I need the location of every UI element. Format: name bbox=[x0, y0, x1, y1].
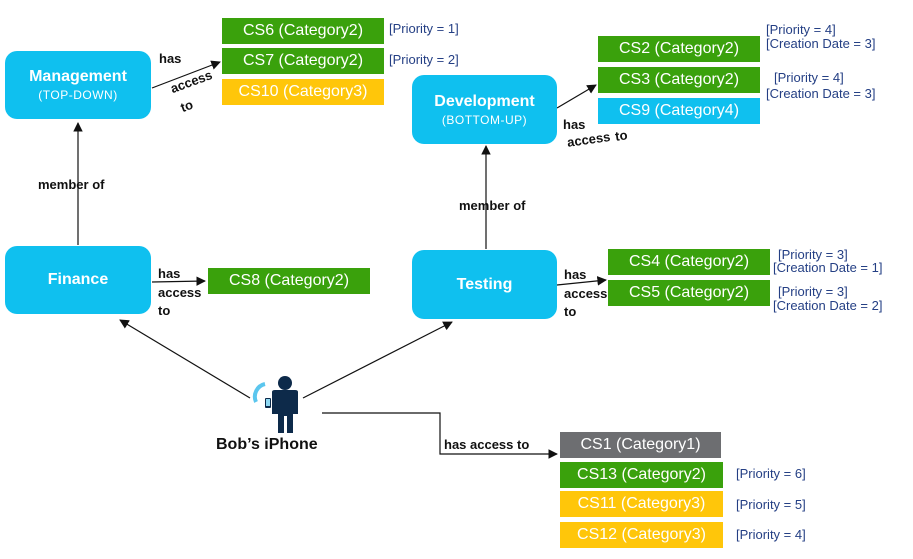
device-to-testing-arrow bbox=[302, 321, 453, 399]
group-title: Finance bbox=[47, 271, 109, 288]
cs3-priority: [Priority = 4] bbox=[774, 70, 844, 85]
group-title: Testing bbox=[456, 275, 513, 293]
cs13-box[interactable]: CS13 (Category2) bbox=[560, 462, 723, 488]
person-icon bbox=[252, 376, 298, 433]
group-management[interactable]: Management (TOP-DOWN) bbox=[5, 51, 151, 119]
cs5-priority: [Priority = 3] bbox=[778, 284, 848, 299]
edge-label-has: has bbox=[564, 267, 587, 282]
group-title: Development bbox=[434, 92, 535, 110]
edge-label-member-of: member of bbox=[459, 198, 526, 213]
cs9-box[interactable]: CS9 (Category4) bbox=[598, 98, 760, 124]
cs12-priority: [Priority = 4] bbox=[736, 527, 806, 542]
testing-access-arrow bbox=[556, 276, 607, 286]
cs11-priority: [Priority = 5] bbox=[736, 497, 806, 512]
cs4-box[interactable]: CS4 (Category2) bbox=[608, 249, 770, 275]
edge-label-to: to bbox=[564, 304, 577, 319]
cs13-priority: [Priority = 6] bbox=[736, 466, 806, 481]
group-subtitle: (BOTTOM-UP) bbox=[441, 112, 528, 127]
cs10-box[interactable]: CS10 (Category3) bbox=[222, 79, 384, 105]
cs3-box[interactable]: CS3 (Category2) bbox=[598, 67, 760, 93]
edge-label-has-access-to: has access to bbox=[444, 437, 530, 452]
device-label: Bob’s iPhone bbox=[216, 436, 318, 453]
cs2-priority: [Priority = 4] bbox=[766, 22, 836, 37]
group-development[interactable]: Development (BOTTOM-UP) bbox=[412, 75, 557, 144]
edge-label-access: access bbox=[158, 285, 202, 300]
cs7-priority: [Priority = 2] bbox=[389, 52, 459, 67]
edge-label-to: to bbox=[614, 127, 629, 144]
finance-access-arrow bbox=[151, 276, 206, 286]
edge-label-has: has bbox=[159, 51, 182, 66]
edge-label-has: has bbox=[158, 266, 181, 281]
group-finance[interactable]: Finance bbox=[5, 246, 151, 314]
cs7-box[interactable]: CS7 (Category2) bbox=[222, 48, 384, 74]
cs6-priority: [Priority = 1] bbox=[389, 21, 459, 36]
cs6-box[interactable]: CS6 (Category2) bbox=[222, 18, 384, 44]
device-to-finance-arrow bbox=[119, 319, 251, 399]
cs2-creation-date: [Creation Date = 3] bbox=[766, 36, 876, 51]
cs3-creation-date: [Creation Date = 3] bbox=[766, 86, 876, 101]
cs8-box[interactable]: CS8 (Category2) bbox=[208, 268, 370, 294]
edge-label-access: access bbox=[564, 286, 608, 301]
edge-label-has: has bbox=[563, 117, 586, 132]
cs11-box[interactable]: CS11 (Category3) bbox=[560, 491, 723, 517]
dev-access-arrow bbox=[556, 84, 597, 109]
cs4-priority: [Priority = 3] bbox=[778, 247, 848, 262]
group-title: Management bbox=[29, 68, 127, 85]
cs12-box[interactable]: CS12 (Category3) bbox=[560, 522, 723, 548]
cs1-box[interactable]: CS1 (Category1) bbox=[560, 432, 721, 458]
cs5-box[interactable]: CS5 (Category2) bbox=[608, 280, 770, 306]
cs5-creation-date: [Creation Date = 2] bbox=[773, 298, 883, 313]
edge-label-member-of: member of bbox=[38, 177, 105, 192]
cs4-creation-date: [Creation Date = 1] bbox=[773, 260, 883, 275]
device-access-arrow bbox=[322, 412, 558, 459]
cs2-box[interactable]: CS2 (Category2) bbox=[598, 36, 760, 62]
edge-label-to: to bbox=[158, 303, 171, 318]
mgmt-access-arrow bbox=[151, 60, 221, 89]
group-testing[interactable]: Testing bbox=[412, 250, 557, 319]
group-subtitle: (TOP-DOWN) bbox=[38, 88, 118, 102]
